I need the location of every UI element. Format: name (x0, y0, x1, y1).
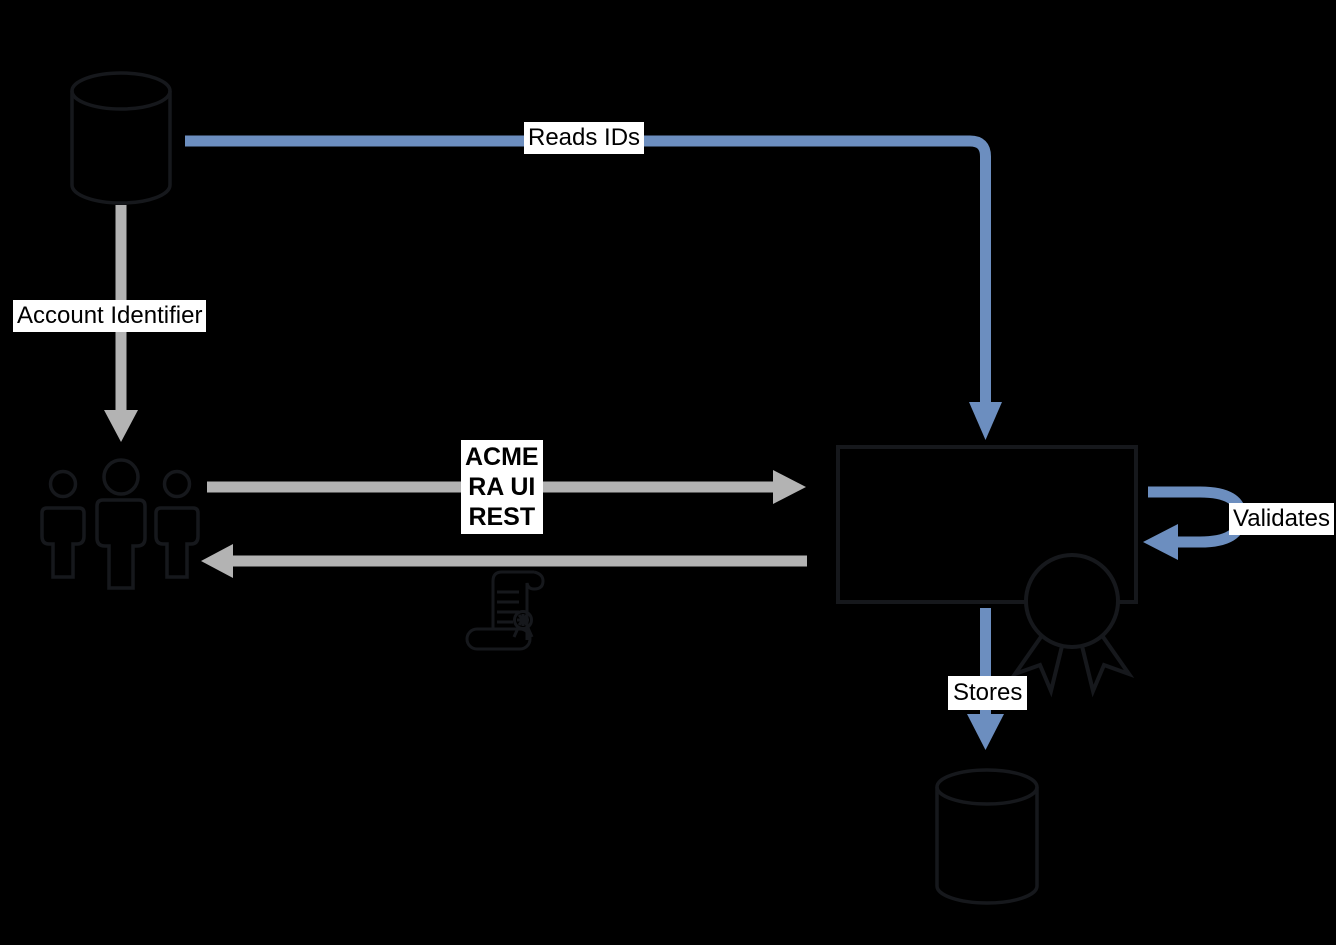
account-identifier-label: Account Identifier (13, 300, 207, 332)
stores-label: Stores (948, 676, 1028, 710)
users-icon (40, 458, 200, 590)
database-icon (70, 71, 172, 205)
award-ribbon-icon (1009, 553, 1135, 698)
reads-ids-arrow (185, 135, 1002, 440)
store-database-icon (935, 768, 1039, 905)
response-arrow (201, 544, 807, 578)
reads-ids-label: Reads IDs (524, 122, 645, 154)
certificate-scroll-icon (465, 570, 545, 651)
stores-arrow (967, 608, 1004, 750)
validates-arrow (1143, 486, 1247, 560)
acme-channels-label: ACME RA UI REST (461, 440, 543, 534)
validates-label: Validates (1229, 503, 1334, 535)
